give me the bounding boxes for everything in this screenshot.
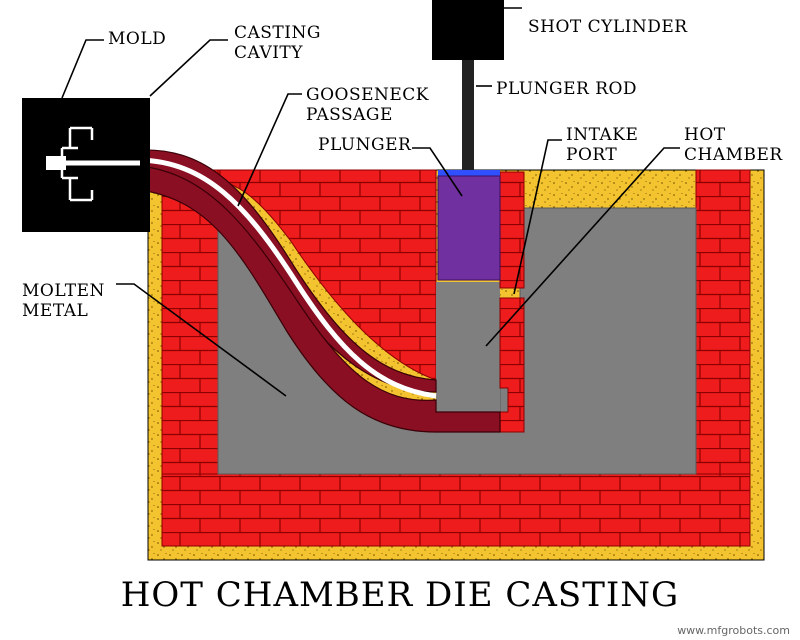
label-plunger: PLUNGER xyxy=(318,135,412,155)
diagram-title: HOT CHAMBER DIE CASTING xyxy=(121,575,679,615)
gooseneck-lower xyxy=(139,165,501,433)
label-hot-chamber-line2: CHAMBER xyxy=(684,145,783,165)
label-gooseneck-line1: GOOSENECK xyxy=(306,85,429,105)
shot-cylinder xyxy=(432,0,504,60)
label-hot-chamber-line1: HOT xyxy=(684,125,726,145)
label-shot-cylinder: SHOT CYLINDER xyxy=(528,17,688,37)
gooseneck-channel xyxy=(139,157,437,399)
label-casting-cavity-line1: CASTING xyxy=(234,23,321,43)
plunger xyxy=(437,175,501,281)
label-plunger-rod: PLUNGER ROD xyxy=(496,79,637,99)
label-casting-cavity-line2: CAVITY xyxy=(234,43,303,63)
leader-lines xyxy=(61,7,680,397)
label-molten-line2: METAL xyxy=(22,301,88,321)
watermark: www.mfgrobots.com xyxy=(677,624,790,637)
plunger-top-plate xyxy=(438,170,500,176)
label-molten-line1: MOLTEN xyxy=(22,281,105,301)
label-intake-line1: INTAKE xyxy=(566,125,638,145)
label-gooseneck-line2: PASSAGE xyxy=(306,105,393,125)
casting-cavity-shape xyxy=(46,126,140,202)
hot-chamber-interior xyxy=(436,282,500,412)
label-intake-line2: PORT xyxy=(566,145,617,165)
brick-furnace xyxy=(161,169,751,547)
plunger-rod xyxy=(462,60,474,172)
label-mold: MOLD xyxy=(108,29,166,49)
